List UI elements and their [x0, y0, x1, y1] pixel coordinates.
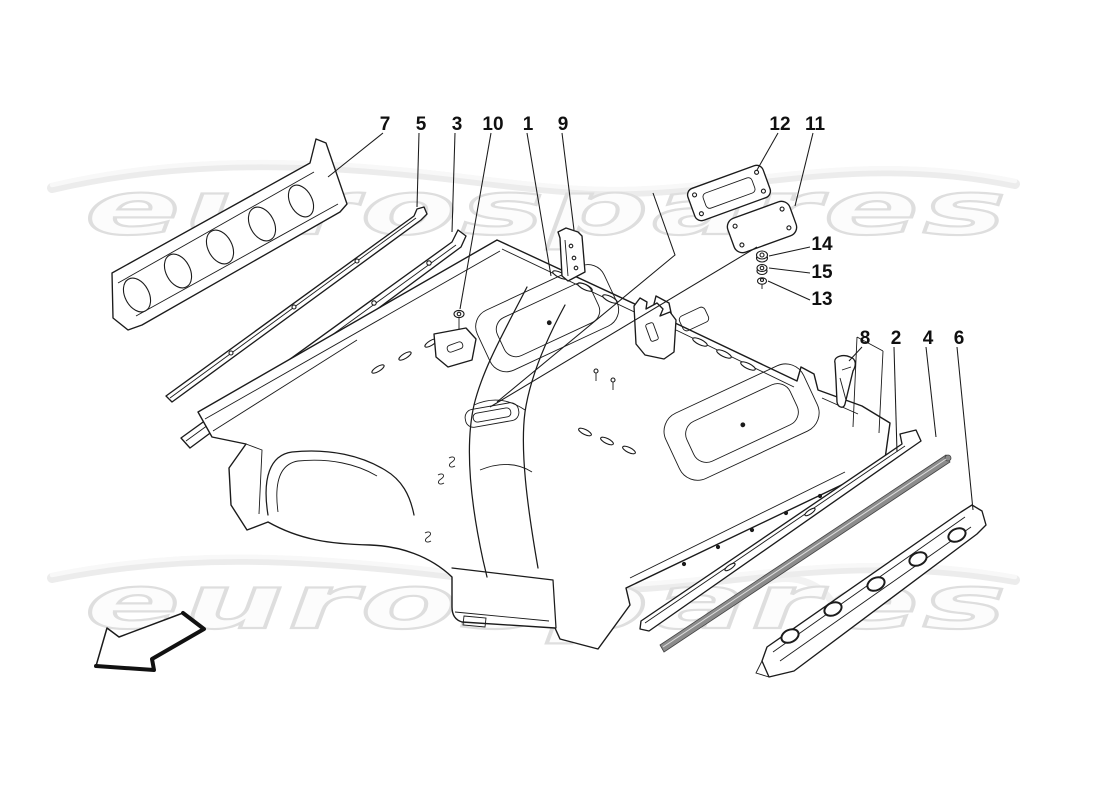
- part-1-floor-pan: [197, 239, 891, 650]
- leader-line-12: [756, 132, 779, 171]
- leader-lines: [327, 132, 974, 511]
- callout-10[interactable]: 10: [482, 114, 503, 135]
- part-5-rail: [165, 206, 428, 403]
- part-10-fixing-nut: [433, 309, 477, 368]
- leader-line-6: [956, 346, 974, 511]
- callout-9[interactable]: 9: [558, 114, 569, 135]
- callout-labels: 7 5 3 10 1 9 12 11 14 15 13 8 2 4 6: [380, 114, 965, 349]
- callout-13[interactable]: 13: [811, 289, 832, 310]
- part-11-cover-plate: [726, 200, 798, 254]
- leader-line-15: [768, 267, 811, 274]
- leader-line-8: [848, 346, 863, 362]
- callout-1[interactable]: 1: [523, 114, 534, 135]
- callout-2[interactable]: 2: [891, 328, 902, 349]
- part-6-sill-panel: [755, 504, 987, 678]
- callout-14[interactable]: 14: [811, 234, 833, 255]
- leader-line-1: [526, 132, 552, 277]
- callout-6[interactable]: 6: [954, 328, 965, 349]
- part-8-bracket: [834, 355, 856, 408]
- part-7-sill-panel: [111, 138, 348, 331]
- part-9-bracket: [557, 227, 586, 282]
- callout-4[interactable]: 4: [923, 328, 934, 349]
- leader-line-9: [561, 132, 575, 231]
- callout-8[interactable]: 8: [860, 328, 871, 349]
- seat-well-left: [475, 264, 620, 373]
- leader-line-2: [893, 346, 898, 453]
- leader-line-5: [416, 132, 420, 208]
- callout-7[interactable]: 7: [380, 114, 391, 135]
- callout-5[interactable]: 5: [416, 114, 427, 135]
- part-2-rail: [639, 429, 922, 632]
- callout-3[interactable]: 3: [452, 114, 463, 135]
- leader-line-14: [768, 246, 811, 257]
- direction-arrow: [94, 611, 206, 672]
- callout-15[interactable]: 15: [811, 262, 833, 283]
- leader-line-7: [327, 132, 384, 178]
- part-12-gasket: [686, 164, 772, 222]
- fixings-washers-nut: [755, 250, 769, 289]
- leader-line-3: [451, 132, 456, 233]
- leader-line-11: [794, 132, 814, 207]
- leader-line-10: [459, 132, 492, 310]
- seat-well-right: [663, 363, 820, 481]
- part-4-strip: [659, 454, 952, 653]
- callout-11[interactable]: 11: [805, 114, 826, 135]
- leader-line-13: [767, 280, 811, 301]
- callout-12[interactable]: 12: [769, 114, 790, 135]
- assembly-lines: [489, 192, 758, 408]
- leader-line-4: [925, 346, 937, 438]
